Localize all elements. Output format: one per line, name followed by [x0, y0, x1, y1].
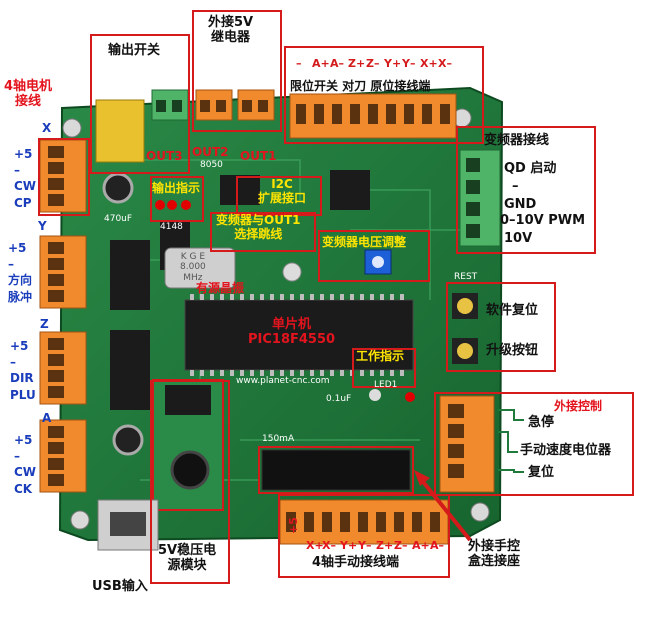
ten-v-label: 10V	[504, 231, 533, 246]
manual-terminal-box	[278, 494, 450, 578]
led-label: LED1	[374, 380, 398, 390]
manual-pin-8: A–	[430, 539, 445, 552]
limit-pin-5: Y+	[384, 57, 402, 70]
limit-pin-6: Y–	[402, 57, 416, 70]
mcu-label: 单片机 PIC18F4550	[248, 317, 336, 347]
ext-handbox-label: 外接手控 盒连接座	[468, 539, 521, 569]
axis-x-box	[38, 138, 90, 216]
vfd-terminal-box	[456, 126, 596, 254]
work-indicator-box	[352, 348, 416, 388]
chip-470-label: 470uF	[104, 214, 133, 224]
regulator-box	[150, 380, 230, 584]
manual-speed-pot-label: 手动速度电位器	[520, 443, 612, 458]
axis-z-label: Z	[40, 317, 49, 331]
ext-relay-box	[192, 10, 282, 132]
manual-pin-2: X–	[322, 539, 336, 552]
pwm-label: 0–10V PWM	[500, 213, 586, 228]
vfd-terminal-label: 变频器接线	[484, 133, 550, 148]
vfd-dash-label: –	[512, 179, 519, 194]
limit-pin-7: X+	[420, 57, 438, 70]
vfd-out1-box	[210, 212, 316, 252]
manual-pin-6: Z–	[394, 539, 408, 552]
out2-label: OUT2	[192, 145, 229, 159]
handbox-box	[258, 446, 414, 494]
rest-label: REST	[454, 272, 478, 282]
ext-control-label: 外接控制	[554, 399, 603, 413]
manual-pin-1: X+	[306, 539, 324, 552]
upgrade-button-label: 升级按钮	[486, 343, 539, 358]
manual-pin-4: Y–	[358, 539, 372, 552]
work-indicator-label: 工作指示	[356, 349, 405, 363]
manual-pin-0: +5	[287, 517, 300, 534]
limit-pin-8: X–	[438, 57, 452, 70]
limit-pin-0: –	[296, 57, 302, 70]
silkscreen-url: www.planet-cnc.com	[236, 376, 330, 386]
gnd-label: GND	[504, 197, 537, 212]
axis-x-label: X	[42, 121, 52, 135]
axis-x-pins: +5 – CW CP	[14, 147, 37, 210]
vfd-out1-label: 变频器与OUT1 选择跳线	[216, 213, 301, 241]
chip-150-label: 150mA	[262, 434, 295, 444]
vfd-adjust-box	[318, 230, 430, 282]
reset-label: 复位	[528, 465, 555, 480]
manual-pin-5: Z+	[376, 539, 394, 552]
output-switch-label: 输出开关	[108, 43, 161, 58]
output-indicator-box	[150, 176, 204, 222]
axis-a-label: A	[42, 411, 52, 425]
ext-control-box	[434, 392, 634, 496]
axis4-motor-label: 4轴电机 接线	[4, 79, 53, 109]
manual-pin-3: Y+	[340, 539, 358, 552]
regulator-label: 5V稳压电 源模块	[158, 543, 217, 573]
limit-pin-4: Z–	[366, 57, 380, 70]
chip-8050-label: 8050	[200, 160, 223, 170]
chip-4148-label: 4148	[160, 222, 183, 232]
output-indicator-label: 输出指示	[152, 181, 201, 195]
cap-label: 0.1uF	[326, 394, 352, 404]
i2c-label: I2C 扩展接口	[258, 177, 307, 205]
estop-label: 急停	[528, 415, 555, 430]
axis-y-pins: +5 – 方向 脉冲	[8, 241, 33, 304]
limit-pin-1: A+	[312, 57, 330, 70]
axis-z-pins: +5 – DIR PLU	[10, 339, 36, 402]
manual-pin-7: A+	[412, 539, 430, 552]
limit-pin-2: A–	[330, 57, 345, 70]
ext-relay-label: 外接5V 继电器	[208, 15, 254, 45]
output-switch-box	[90, 34, 190, 174]
i2c-box	[236, 176, 322, 216]
crystal-text: K G E 8.000 MHz	[180, 252, 206, 283]
limit-switch-label: 限位开关 对刀 原位接线端	[290, 79, 431, 93]
soft-reset-label: 软件复位	[486, 303, 539, 318]
usb-input-label: USB输入	[92, 579, 148, 594]
qd-start-label: QD 启动	[504, 161, 557, 176]
limit-switch-box	[284, 46, 484, 144]
limit-pin-3: Z+	[348, 57, 366, 70]
out3-label: OUT3	[146, 149, 183, 163]
vfd-adjust-label: 变频器电压调整	[322, 235, 407, 249]
manual-terminal-label: 4轴手动接线端	[312, 555, 400, 570]
reset-buttons-box	[446, 282, 556, 372]
axis-y-label: Y	[38, 219, 47, 233]
axis-a-pins: +5 – CW CK	[14, 433, 37, 496]
out1-label: OUT1	[240, 149, 277, 163]
crystal-osc-label: 有源晶振	[196, 281, 245, 295]
